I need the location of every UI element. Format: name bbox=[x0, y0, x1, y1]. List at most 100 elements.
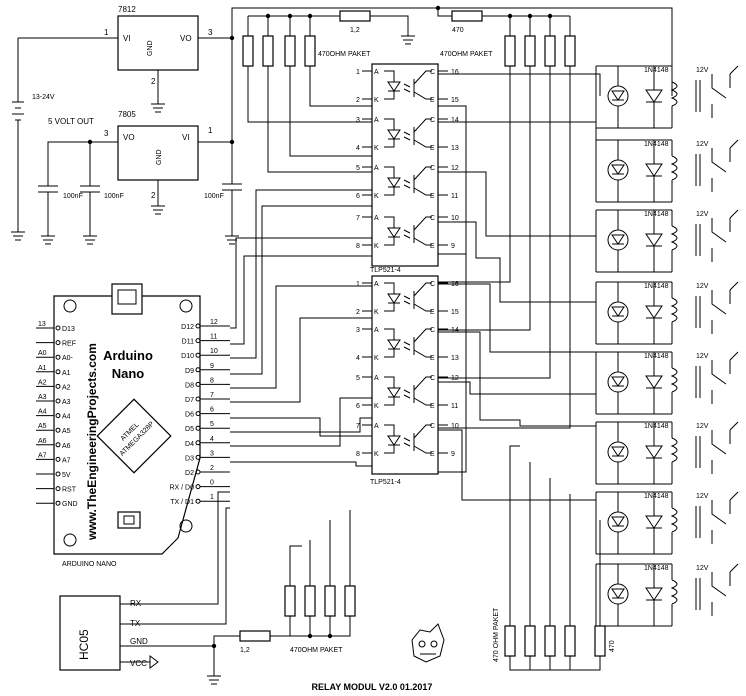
arduino-right-pin-name: D5 bbox=[185, 426, 194, 433]
resistor-470-bottom bbox=[594, 625, 606, 657]
opto-anode-label: A bbox=[374, 281, 379, 288]
optocoupler-1-body bbox=[371, 63, 439, 267]
led-diode-icon bbox=[611, 516, 625, 527]
relay-led-icon bbox=[607, 371, 629, 393]
opto-pin-wire bbox=[438, 282, 448, 312]
opto-transistor-icon bbox=[413, 70, 432, 100]
opto-cathode-label: K bbox=[374, 309, 379, 316]
arduino-right-pin-num: 8 bbox=[210, 377, 214, 384]
reg2-pin2: 2 bbox=[151, 191, 156, 200]
arduino-right-pin-num: 4 bbox=[210, 436, 214, 443]
relay-core-icon bbox=[695, 578, 701, 610]
reg2-vi-label: VI bbox=[182, 133, 190, 142]
opto-pin-10: 10 bbox=[451, 215, 459, 222]
arduino-pin-pad bbox=[55, 383, 61, 389]
atmega-chip: ATMEL ATMEGA328P bbox=[96, 398, 172, 474]
arduino-pin-pad bbox=[55, 340, 61, 346]
relay-led-icon bbox=[607, 511, 629, 533]
led-diode-icon bbox=[611, 376, 625, 387]
relay-frame-wire bbox=[595, 139, 672, 203]
arduino-right-pin-name: D2 bbox=[185, 470, 194, 477]
opto-transistor-icon bbox=[413, 166, 432, 196]
arduino-left-pin-name: A4 bbox=[62, 414, 71, 421]
opto-pin-wire bbox=[362, 70, 372, 100]
optocoupler-2-body bbox=[371, 275, 439, 475]
opto-pin-2: 2 bbox=[356, 309, 360, 316]
opto-pin-15: 15 bbox=[451, 309, 459, 316]
opto-pin-wire bbox=[362, 216, 372, 246]
opto-pin-16: 16 bbox=[451, 69, 459, 76]
opto-light-arrows-icon bbox=[403, 229, 411, 239]
arduino-right-pin-num: 0 bbox=[210, 480, 214, 487]
opto-led-icon bbox=[384, 166, 401, 196]
opto-emitter-label: E bbox=[430, 403, 435, 410]
opto-pin-15: 15 bbox=[451, 97, 459, 104]
led-diode-icon bbox=[611, 90, 625, 101]
opto-pin-wire bbox=[362, 166, 372, 196]
opto-pin-6: 6 bbox=[356, 193, 360, 200]
opto-anode-label: A bbox=[374, 215, 379, 222]
opto-anode-label: A bbox=[374, 423, 379, 430]
opto-pin-wire bbox=[438, 216, 448, 246]
resistor-pack-a-4 bbox=[304, 35, 316, 67]
flyback-diode-label: 1N4148 bbox=[644, 211, 669, 218]
arduino-left-pin-name: A3 bbox=[62, 399, 71, 406]
arduino-right-pin-name: D10 bbox=[181, 353, 194, 360]
opto-anode-label: A bbox=[374, 375, 379, 382]
relay-contact-icon bbox=[711, 209, 739, 262]
relay-led-icon bbox=[607, 159, 629, 181]
opto-emitter-label: E bbox=[430, 145, 435, 152]
flyback-diode-icon bbox=[645, 492, 663, 554]
opto-pin-wire bbox=[438, 70, 448, 100]
resistor-470-top bbox=[451, 10, 483, 22]
opto-pin-14: 14 bbox=[451, 327, 459, 334]
relay-coil-label: 12V bbox=[696, 283, 709, 290]
relay-coil-label: 12V bbox=[696, 565, 709, 572]
led-diode-icon bbox=[611, 588, 625, 599]
relay-coil-label: 12V bbox=[696, 141, 709, 148]
opto-emitter-label: E bbox=[430, 309, 435, 316]
relay-coil-label: 12V bbox=[696, 423, 709, 430]
relay-coil-icon bbox=[670, 422, 678, 484]
relay-core-icon bbox=[695, 506, 701, 538]
resistor-pack-b-4 bbox=[564, 35, 576, 67]
resistor-pack-a-2 bbox=[262, 35, 274, 67]
top-resistors: 1,2 470OHM PAKET 470 470OHM PAKET bbox=[231, 5, 576, 429]
reset-button bbox=[117, 511, 141, 529]
opto-anode-label: A bbox=[374, 327, 379, 334]
bottom-resistors: 470OHM PAKET 1,2 470 OHM PAKET 470 bbox=[207, 445, 616, 685]
optocoupler-2: TLP521-4 bbox=[370, 275, 439, 486]
flyback-diode-label: 1N4148 bbox=[644, 493, 669, 500]
optocoupler-channels: 121615AKCE341413AKCE561211AKCE78109AKCE1… bbox=[356, 69, 459, 458]
arduino-pin-pad bbox=[195, 498, 201, 504]
optocoupler-1: TLP521-4 bbox=[370, 63, 439, 274]
opto-pin-wire bbox=[438, 166, 448, 196]
arduino-right-pin-name: D8 bbox=[185, 382, 194, 389]
relay-led-icon bbox=[607, 85, 629, 107]
opto-emitter-label: E bbox=[430, 355, 435, 362]
hc05-body bbox=[59, 595, 121, 671]
opto-pin-13: 13 bbox=[451, 145, 459, 152]
led-diode-icon bbox=[611, 164, 625, 175]
opto-light-arrows-icon bbox=[403, 131, 411, 141]
relay-core-icon bbox=[695, 154, 701, 186]
arduino-right-pin-num: 12 bbox=[210, 319, 218, 326]
relay-frame-wire bbox=[595, 563, 672, 627]
relay-led-icon bbox=[607, 301, 629, 323]
arduino-pin-pad bbox=[55, 427, 61, 433]
opto-cathode-label: K bbox=[374, 355, 379, 362]
arduino-right-pin-num: 10 bbox=[210, 348, 218, 355]
relay-led-icon bbox=[607, 229, 629, 251]
opto-transistor-icon bbox=[413, 282, 432, 312]
relay-coil-label: 12V bbox=[696, 211, 709, 218]
arduino-left-pin-name: 5V bbox=[62, 472, 71, 479]
relay-led-icon bbox=[607, 583, 629, 605]
opto-cathode-label: K bbox=[374, 243, 379, 250]
hc05-gnd-label: GND bbox=[130, 637, 148, 646]
battery-symbol bbox=[12, 38, 24, 232]
opto-collector-label: C bbox=[430, 215, 435, 222]
